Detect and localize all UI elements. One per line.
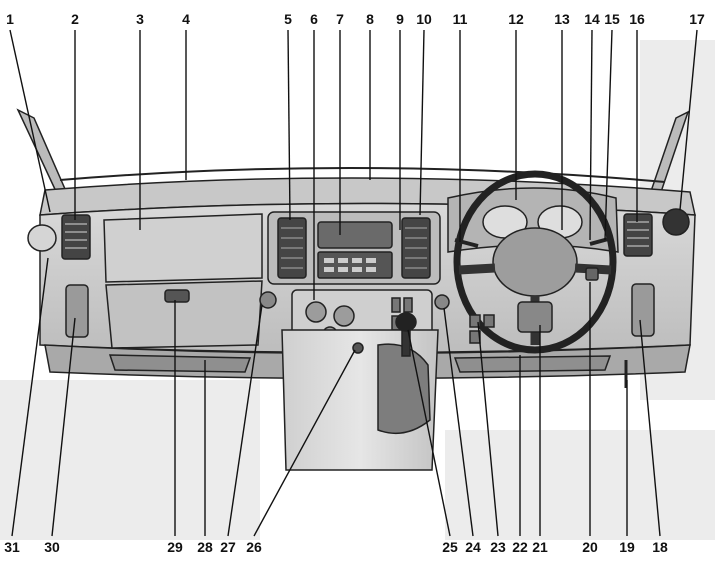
hazard-switch	[434, 294, 450, 310]
cigar-lighter	[259, 291, 277, 309]
windscreen-edge	[59, 166, 666, 183]
leader-line-23	[477, 321, 499, 537]
right-side-vent-slats	[627, 221, 649, 247]
fan-speed-knob	[305, 301, 327, 323]
leader-line-15	[604, 29, 613, 241]
storage-tray	[317, 221, 393, 249]
callout-label-7: 7	[336, 11, 344, 27]
center-left-vent-slats	[281, 227, 303, 269]
callout-label-6: 6	[310, 11, 318, 27]
callout-label-17: 17	[689, 11, 705, 27]
callout-label-24: 24	[465, 539, 481, 555]
callout-label-19: 19	[619, 539, 635, 555]
callout-label-8: 8	[366, 11, 374, 27]
callout-label-2: 2	[71, 11, 79, 27]
callout-label-9: 9	[396, 11, 404, 27]
leader-line-17	[679, 29, 698, 211]
gear-knob	[395, 312, 417, 332]
leader-line-27	[227, 304, 263, 537]
dashboard-illustration	[16, 108, 696, 471]
gear-boot	[377, 343, 431, 435]
left-mirror-knob	[27, 224, 57, 252]
left-stalk	[454, 238, 479, 248]
leader-line-14	[589, 29, 593, 241]
right-footwell	[453, 355, 612, 373]
left-side-vent-slats	[65, 223, 87, 249]
left-side-vent	[61, 214, 91, 260]
callout-label-11: 11	[453, 11, 468, 27]
callout-label-3: 3	[136, 11, 144, 27]
right-side-vent	[623, 213, 653, 257]
steering-wheel-hub	[492, 227, 578, 297]
callout-label-16: 16	[629, 11, 645, 27]
radio-unit	[317, 251, 393, 279]
steering-column	[517, 301, 553, 333]
callout-label-10: 10	[416, 11, 432, 27]
radio-buttons	[324, 258, 376, 272]
leader-line-31	[11, 257, 49, 537]
glovebox-handle	[164, 289, 190, 303]
callout-label-4: 4	[182, 11, 190, 27]
left-footwell	[108, 354, 252, 373]
lower-glovebox-lid	[105, 280, 263, 349]
ignition-switch	[585, 267, 599, 281]
leader-line-26	[253, 349, 356, 537]
steering-wheel-rim	[453, 170, 617, 354]
callout-label-21: 21	[532, 539, 548, 555]
right-door-pocket	[631, 283, 655, 337]
callout-label-23: 23	[490, 539, 506, 555]
leader-line-18	[639, 319, 661, 537]
callout-label-26: 26	[246, 539, 262, 555]
leader-line-30	[51, 317, 76, 537]
upper-glovebox	[103, 213, 263, 283]
callout-label-15: 15	[604, 11, 620, 27]
right-mirror-knob	[662, 208, 690, 236]
callout-label-27: 27	[220, 539, 236, 555]
center-right-vent-slats	[405, 227, 427, 269]
callout-label-30: 30	[44, 539, 60, 555]
leader-line-10	[419, 29, 425, 216]
callout-label-12: 12	[508, 11, 524, 27]
callout-label-28: 28	[197, 539, 213, 555]
leader-lines	[9, 29, 698, 537]
callout-label-25: 25	[442, 539, 458, 555]
callout-label-14: 14	[584, 11, 600, 27]
callout-label-29: 29	[167, 539, 183, 555]
leader-line-25	[407, 329, 451, 537]
instrument-binnacle	[447, 187, 619, 253]
lower-switch-panel	[469, 314, 495, 344]
callout-label-22: 22	[512, 539, 528, 555]
callout-label-20: 20	[582, 539, 598, 555]
leader-line-1	[9, 29, 51, 213]
right-stalk	[589, 236, 613, 246]
leader-line-24	[443, 307, 474, 537]
callout-label-31: 31	[4, 539, 20, 555]
callout-label-18: 18	[652, 539, 668, 555]
leader-line-5	[287, 29, 291, 221]
callout-label-5: 5	[284, 11, 292, 27]
steering-spoke-left	[458, 263, 496, 275]
callout-label-1: 1	[6, 11, 14, 27]
callout-label-13: 13	[554, 11, 570, 27]
left-door-pocket	[65, 284, 89, 338]
temperature-knob	[333, 305, 355, 327]
